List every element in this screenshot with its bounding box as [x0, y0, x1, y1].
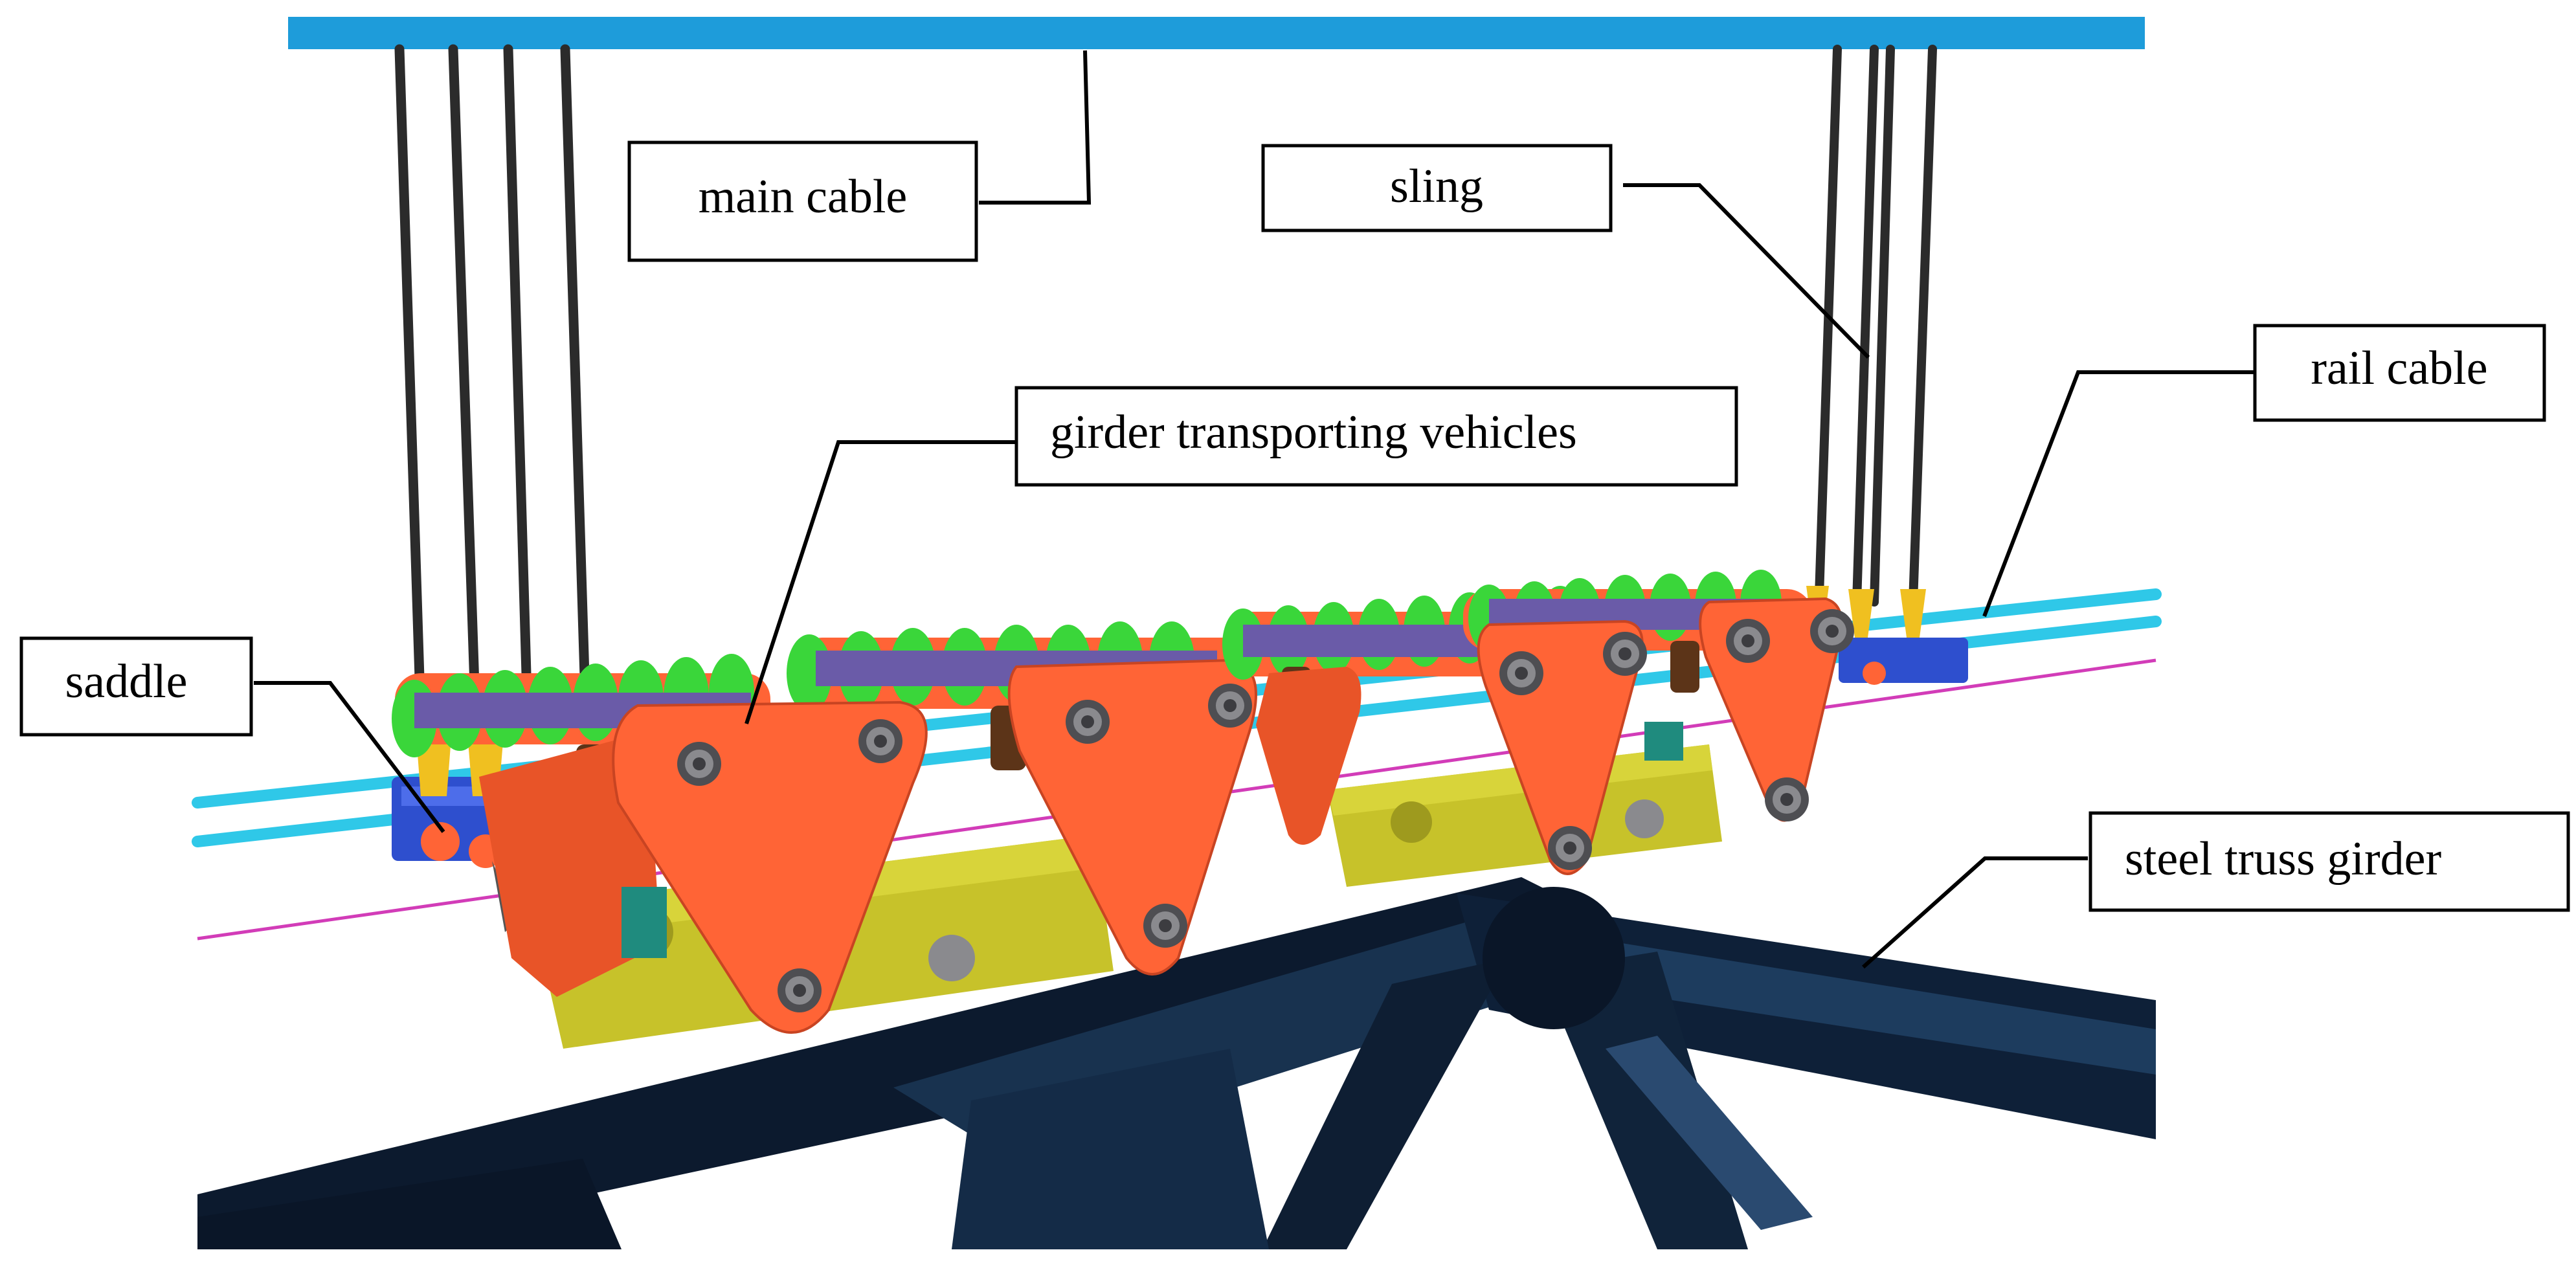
label-rail-cable-text: rail cable [2311, 342, 2487, 395]
label-saddle: saddle [19, 636, 253, 737]
slings-right [1815, 45, 1937, 607]
label-main-cable-text: main cable [699, 170, 908, 223]
label-main-cable: main cable [627, 140, 978, 262]
vehicle-plate-left-front [612, 700, 928, 1034]
label-girder-vehicles-text: girder transporting vehicles [1050, 406, 1577, 459]
leader-steel-truss [1862, 856, 2088, 969]
leader-saddle [254, 681, 445, 833]
girder-vehicle-left [392, 621, 1257, 1049]
steel-truss-girder [197, 877, 2156, 1249]
slings-left [394, 44, 591, 730]
label-sling: sling [1261, 144, 1613, 232]
label-sling-text: sling [1390, 160, 1483, 213]
label-steel-truss-girder-text: steel truss girder [2125, 832, 2441, 886]
label-steel-truss-girder: steel truss girder [2089, 811, 2570, 912]
leader-sling [1623, 183, 1870, 359]
leader-main-cable [979, 50, 1092, 205]
leader-girder-vehicles [745, 440, 1015, 724]
leader-lines [254, 50, 2254, 969]
girder-vehicle-right [1222, 570, 1854, 887]
leader-rail-cable [1982, 370, 2254, 618]
label-girder-transporting-vehicles: girder transporting vehicles [1014, 386, 1738, 487]
label-rail-cable: rail cable [2253, 324, 2546, 422]
main-cable [288, 17, 2145, 49]
label-saddle-text: saddle [65, 655, 187, 708]
